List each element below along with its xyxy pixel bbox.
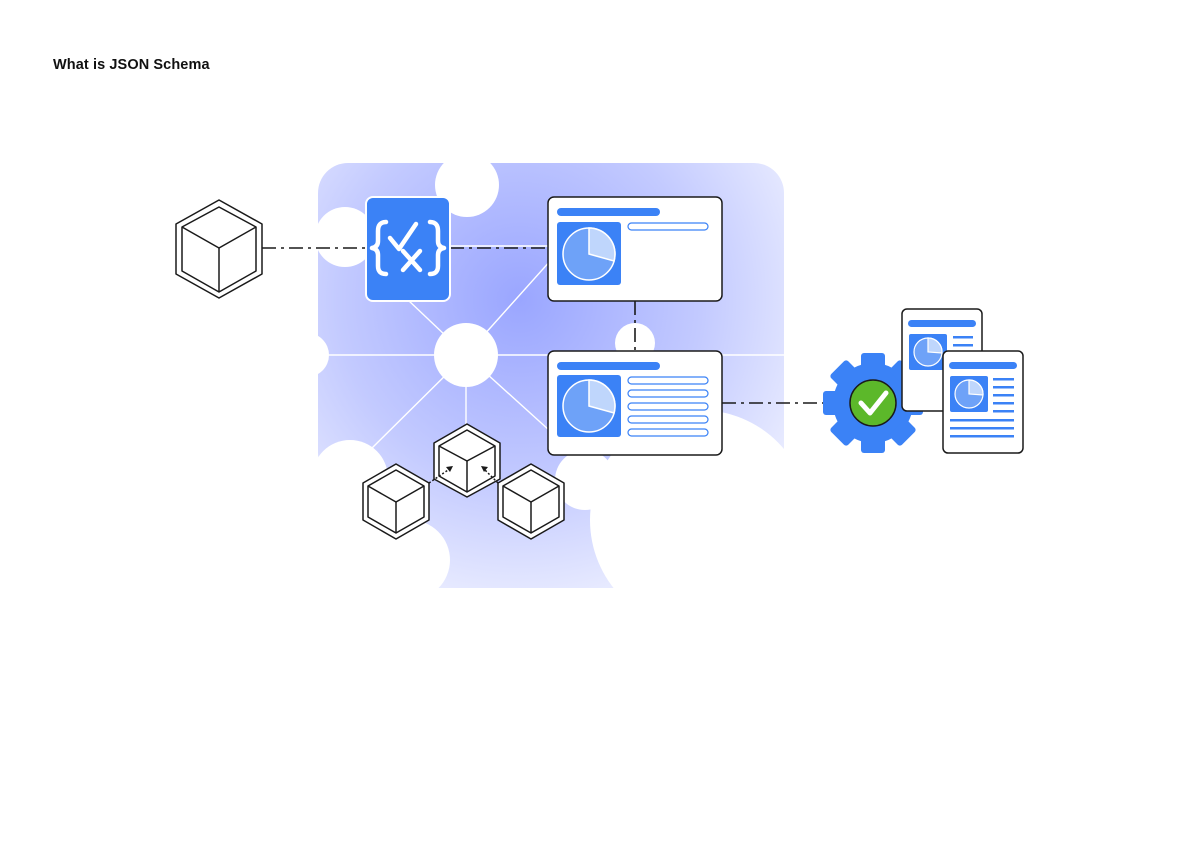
document-icon — [942, 350, 1024, 454]
json-schema-logo-icon — [365, 196, 451, 302]
box-icon — [362, 463, 430, 540]
dashboard-card-upper — [547, 196, 723, 302]
box-cluster — [362, 423, 565, 540]
checkmark-icon — [849, 379, 897, 427]
dash-dot-connectors — [262, 247, 836, 404]
page-title: What is JSON Schema — [53, 57, 210, 73]
box-icon — [497, 463, 565, 540]
pie-chart-icon — [557, 375, 621, 437]
dashboard-card-lower — [547, 350, 723, 456]
box-icon — [433, 423, 501, 498]
box-icon — [175, 199, 263, 299]
pie-chart-icon — [557, 222, 621, 285]
hub-node — [434, 323, 498, 387]
